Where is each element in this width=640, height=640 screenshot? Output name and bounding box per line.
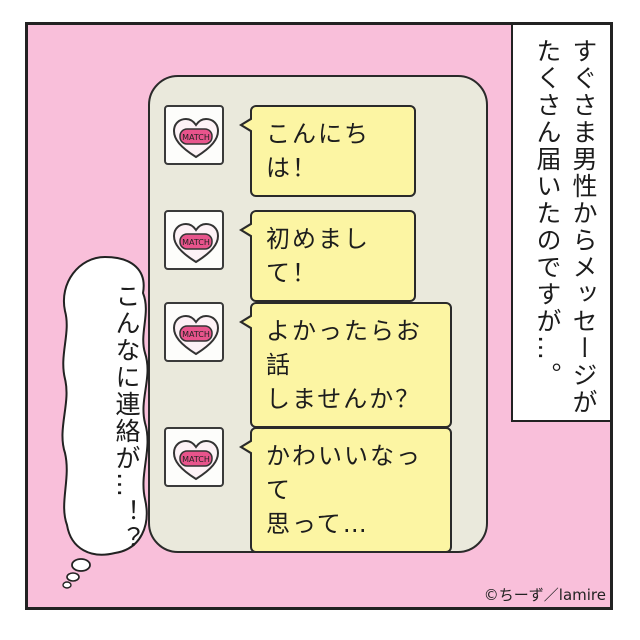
message-bubble: よかったらお話 しませんか？ <box>239 302 452 428</box>
narration-box: すぐさま男性からメッセージがたくさん届いたのですが…。 <box>511 25 610 422</box>
comic-panel: MATCH こんにちは！ MATCH 初めまして！ MATCH <box>25 22 613 610</box>
avatar: MATCH <box>164 302 224 362</box>
narration-line-1b: メッセージが <box>569 254 598 416</box>
phone-screen: MATCH こんにちは！ MATCH 初めまして！ MATCH <box>148 75 488 553</box>
message-bubble: かわいいなって 思って… <box>239 427 452 553</box>
match-heart-icon: MATCH <box>172 222 220 264</box>
avatar-label: MATCH <box>182 455 210 464</box>
thought-cloud-shape <box>61 255 149 589</box>
message-bubble: こんにちは！ <box>239 105 416 197</box>
narration-line-2: たくさん届いたのですが…。 <box>533 38 562 389</box>
message-bubble: 初めまして！ <box>239 210 416 302</box>
thought-bubble: こんなに連絡が…！？ <box>55 253 155 589</box>
copyright-credit: ©ちーず／lamire <box>483 586 606 604</box>
narration-text: すぐさま男性からメッセージがたくさん届いたのですが…。 <box>529 38 601 416</box>
match-heart-icon: MATCH <box>172 314 220 356</box>
avatar: MATCH <box>164 105 224 165</box>
avatar-label: MATCH <box>182 330 210 339</box>
avatar: MATCH <box>164 210 224 270</box>
avatar: MATCH <box>164 427 224 487</box>
avatar-label: MATCH <box>182 133 210 142</box>
match-heart-icon: MATCH <box>172 117 220 159</box>
thought-text: こんなに連絡が…！？ <box>112 283 141 553</box>
match-heart-icon: MATCH <box>172 439 220 481</box>
narration-line-1: すぐさま男性から <box>569 38 598 254</box>
avatar-label: MATCH <box>182 238 210 247</box>
